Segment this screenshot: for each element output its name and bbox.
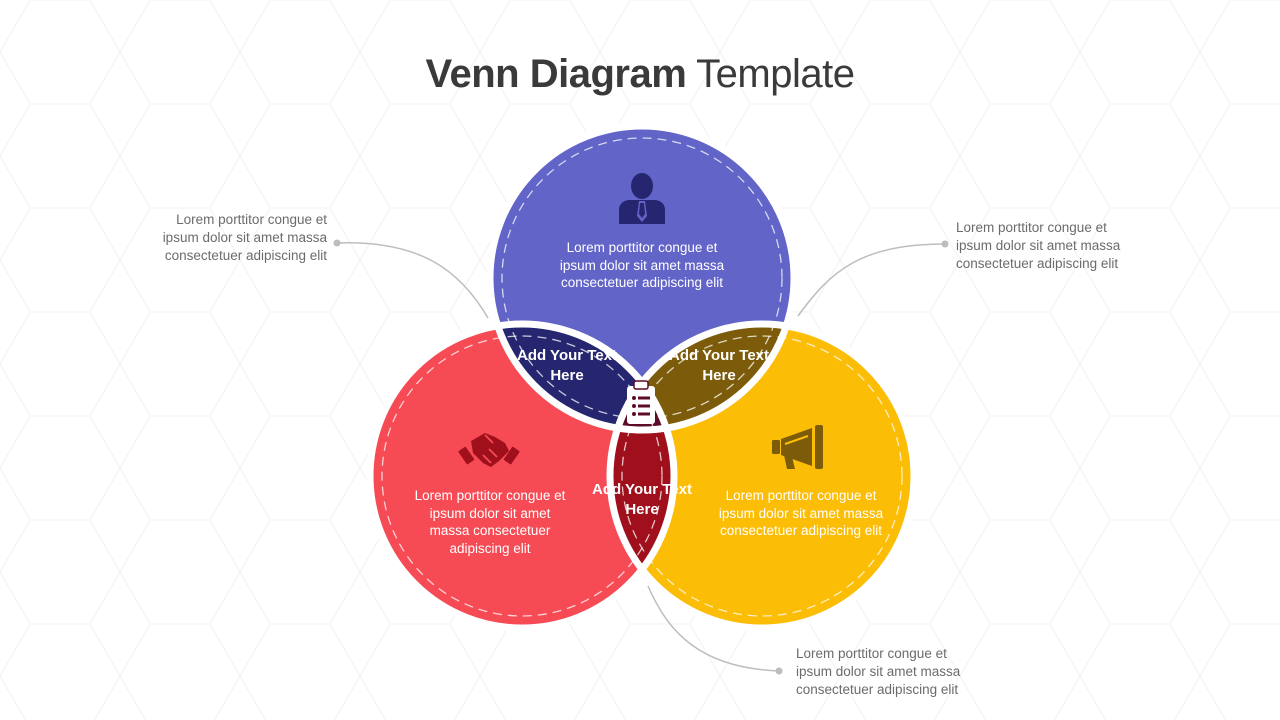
- zone-top-right: [610, 324, 794, 430]
- note-top-left: Lorem porttitor congue et ipsum dolor si…: [162, 212, 327, 263]
- connector-dot-bottom-right: [775, 667, 783, 675]
- connector-dot-top-left: [333, 239, 341, 247]
- clipboard-list-icon: [627, 380, 655, 424]
- dash-ring-left: [381, 335, 663, 617]
- connector-top-right: [797, 243, 946, 317]
- page-title: Venn Diagram Template: [0, 52, 1280, 97]
- note-top-right: Lorem porttitor congue et ipsum dolor si…: [956, 220, 1121, 271]
- circle-left-text: Lorem porttitor congue et ipsum dolor si…: [414, 488, 566, 556]
- connector-dot-top-right: [941, 240, 949, 248]
- connector-bottom-right: [647, 585, 780, 672]
- zone-left-right-label: Add Your Text Here: [592, 481, 693, 518]
- zone-top-left: [490, 324, 674, 430]
- person-tie-icon: [619, 173, 665, 224]
- zone-top-left-label: Add Your Text Here: [517, 347, 618, 384]
- note-bottom-right: Lorem porttitor congue et ipsum dolor si…: [796, 646, 961, 697]
- outline-left: [366, 320, 678, 632]
- handshake-icon: [458, 433, 520, 467]
- connector-top-left: [336, 242, 489, 319]
- title-light: Template: [696, 52, 855, 96]
- circle-top-text: Lorem porttitor congue et ipsum dolor si…: [559, 240, 725, 290]
- outline-top: [486, 122, 798, 434]
- dash-ring-right: [621, 335, 903, 617]
- zone-top-right-label: Add Your Text Here: [669, 347, 770, 384]
- title-bold: Venn Diagram: [425, 52, 687, 96]
- outline-right: [606, 320, 918, 632]
- dash-ring-top: [501, 137, 783, 419]
- megaphone-icon: [772, 425, 823, 469]
- circle-right-text: Lorem porttitor congue et ipsum dolor si…: [718, 488, 884, 538]
